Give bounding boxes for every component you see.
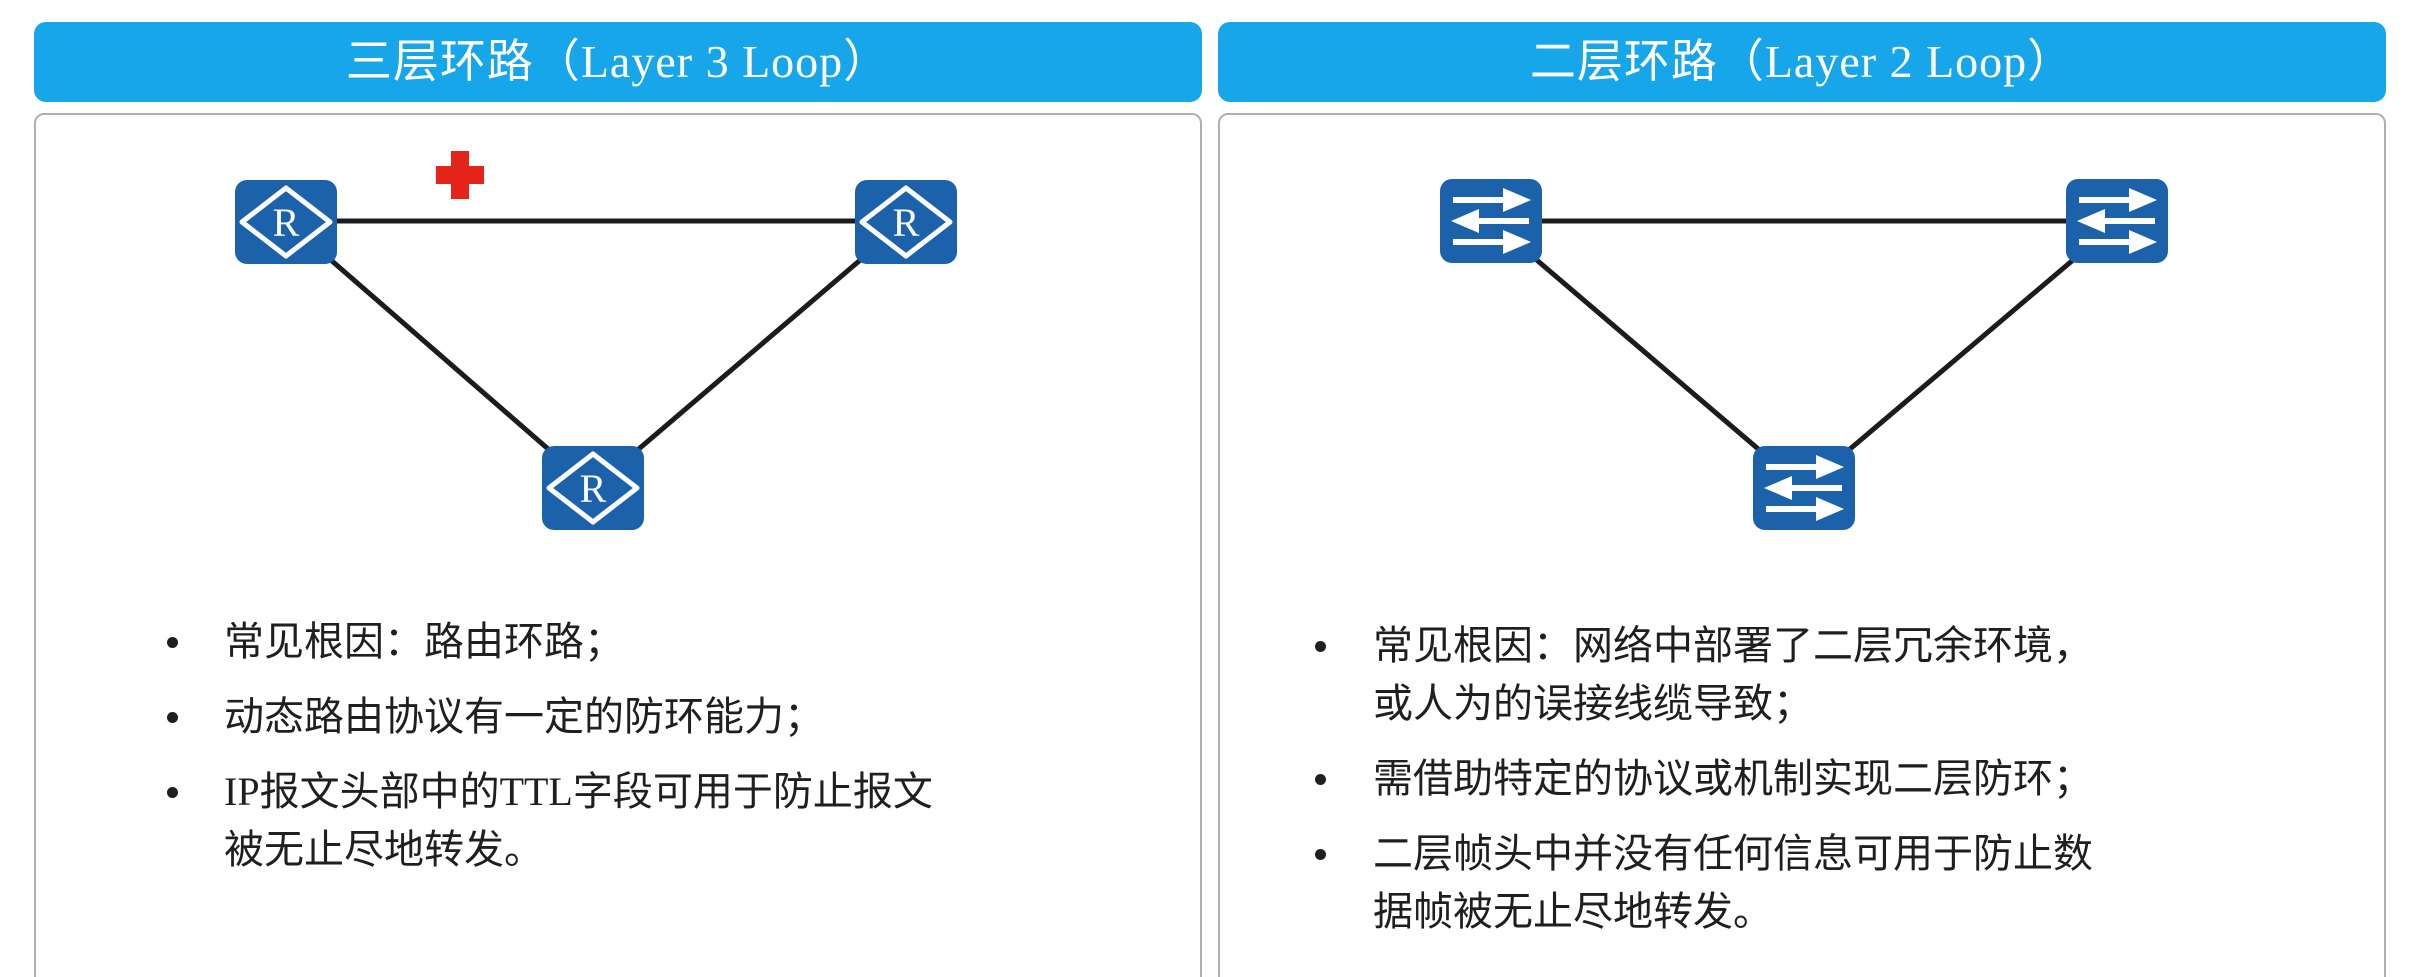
router-label: R bbox=[580, 466, 607, 511]
switch-node-top-right bbox=[2065, 178, 2169, 264]
layer2-topology-diagram bbox=[1220, 115, 2384, 585]
switch-node-top-left bbox=[1439, 178, 1543, 264]
layer2-header: 二层环路（Layer 2 Loop） bbox=[1218, 22, 2386, 102]
bullet-text: 或人为的误接线缆导致； bbox=[1373, 681, 1813, 726]
router-icon: R bbox=[542, 446, 644, 530]
bullet-item: 需借助特定的协议或机制实现二层防环； bbox=[1220, 750, 2364, 808]
layer3-topology-diagram: R R R bbox=[36, 115, 1200, 585]
bullet-text: 据帧被无止尽地转发。 bbox=[1373, 889, 1773, 934]
router-node-top-right: R bbox=[854, 179, 958, 265]
layer2-title: 二层环路（Layer 2 Loop） bbox=[1529, 36, 2075, 87]
panel-layer3-loop: 三层环路（Layer 3 Loop） R bbox=[34, 22, 1202, 977]
red-cross-icon bbox=[434, 149, 486, 201]
bullet-text: IP报文头部中的TTL字段可用于防止报文 bbox=[224, 769, 933, 814]
panel-layer2-loop: 二层环路（Layer 2 Loop） bbox=[1218, 22, 2386, 977]
switch-icon bbox=[1753, 446, 1855, 530]
layer2-link-lines bbox=[1488, 218, 2122, 491]
router-label: R bbox=[273, 200, 300, 245]
bullet-item: 动态路由协议有一定的防环能力； bbox=[36, 688, 1180, 746]
layer2-bullet-list: 常见根因：网络中部署了二层冗余环境， 或人为的误接线缆导致； 需借助特定的协议或… bbox=[1220, 617, 2364, 958]
bullet-item: 常见根因：路由环路； bbox=[36, 613, 1180, 671]
layer3-panel-body: R R R bbox=[34, 113, 1202, 977]
bullet-text: 二层帧头中并没有任何信息可用于防止数 bbox=[1373, 831, 2093, 876]
router-label: R bbox=[893, 200, 920, 245]
switch-icon bbox=[1440, 179, 1542, 263]
layer2-panel-body: 常见根因：网络中部署了二层冗余环境， 或人为的误接线缆导致； 需借助特定的协议或… bbox=[1218, 113, 2386, 977]
router-icon: R bbox=[235, 180, 337, 264]
layer3-bullet-list: 常见根因：路由环路； 动态路由协议有一定的防环能力； IP报文头部中的TTL字段… bbox=[36, 613, 1180, 896]
bullet-text: 常见根因：路由环路； bbox=[224, 619, 624, 664]
bullet-item: 二层帧头中并没有任何信息可用于防止数 据帧被无止尽地转发。 bbox=[1220, 825, 2364, 941]
bullet-item: IP报文头部中的TTL字段可用于防止报文 被无止尽地转发。 bbox=[36, 763, 1180, 879]
layer3-link-lines bbox=[283, 218, 909, 491]
router-node-top-left: R bbox=[234, 179, 338, 265]
layer3-header: 三层环路（Layer 3 Loop） bbox=[34, 22, 1202, 102]
router-node-bottom: R bbox=[541, 445, 645, 531]
bullet-text: 被无止尽地转发。 bbox=[224, 827, 544, 872]
bullet-text: 动态路由协议有一定的防环能力； bbox=[224, 694, 824, 739]
router-icon: R bbox=[855, 180, 957, 264]
layer3-title: 三层环路（Layer 3 Loop） bbox=[345, 36, 891, 87]
bullet-item: 常见根因：网络中部署了二层冗余环境， 或人为的误接线缆导致； bbox=[1220, 617, 2364, 733]
bullet-text: 常见根因：网络中部署了二层冗余环境， bbox=[1373, 623, 2093, 668]
bullet-text: 需借助特定的协议或机制实现二层防环； bbox=[1373, 756, 2093, 801]
switch-icon bbox=[2066, 179, 2168, 263]
switch-node-bottom bbox=[1752, 445, 1856, 531]
